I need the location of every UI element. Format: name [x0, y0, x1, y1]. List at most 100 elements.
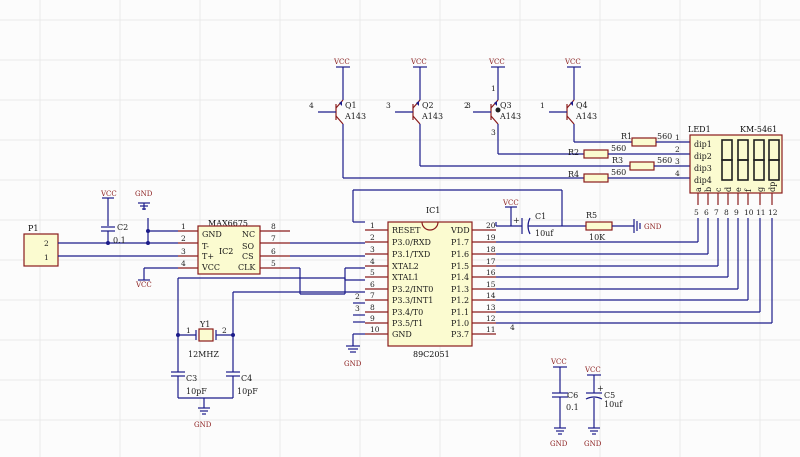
transistor-vcc-label: VCC: [333, 58, 350, 66]
ic1-pin-num-left: 8: [370, 303, 375, 312]
ic1-pin-num-left: 6: [370, 280, 375, 289]
led-segment-pin-num: 7: [714, 208, 719, 217]
transistor-base-net: 2: [464, 101, 469, 110]
osc-gnd-label: GND: [194, 421, 212, 429]
r1-ref: R1: [621, 132, 632, 141]
c4-value: 10pF: [237, 387, 258, 396]
dig-num-4: 4: [675, 169, 680, 178]
ic1-pin-label-right: P1.0: [451, 319, 469, 328]
y1-value: 12MHZ: [188, 350, 219, 359]
ic1-gnd-label: GND: [344, 360, 362, 368]
c3-ref: C3: [186, 374, 197, 383]
ic2-ref: IC2: [219, 247, 233, 256]
ic1-pin-num-right: 17: [486, 257, 496, 266]
p1-ref: P1: [28, 224, 38, 233]
ic1-pin-label-left: P3.3/INT1: [392, 296, 433, 305]
r2-ref: R2: [568, 148, 579, 157]
ic2-pin-vcc: VCC: [201, 263, 220, 272]
ic1-pin-label-left: XTAL2: [392, 262, 419, 271]
ic1-pin-num-left: 4: [370, 257, 375, 266]
c3-value: 10pF: [186, 387, 207, 396]
c1-value: 10uf: [535, 229, 554, 238]
ic1-pin-num-right: 11: [486, 325, 496, 334]
ic1-part: 89C2051: [413, 350, 450, 359]
svg-text:+: +: [597, 384, 604, 393]
ic1-pin-num-right: 20: [486, 221, 496, 230]
ic2-num-7: 7: [271, 234, 276, 243]
transistor-base-net: 1: [540, 101, 545, 110]
r5-gnd-label: GND: [644, 223, 662, 231]
ic1-pin-label-left: P3.4/T0: [392, 308, 423, 317]
transistor-ref: Q4: [576, 101, 588, 110]
ic1-left-pins: RESET1P3.0/RXD2P3.1/TXD3XTAL24XTAL15P3.2…: [365, 221, 433, 339]
c5-ref: C5: [604, 391, 615, 400]
ic2-num-5: 5: [271, 259, 276, 268]
led-segment-label: c: [714, 187, 723, 192]
ic1-pin-num-right: 15: [486, 280, 496, 289]
ic1-pin-label-left: P3.0/RXD: [392, 238, 431, 247]
dig-num-1: 1: [675, 133, 680, 142]
transistor-base-net: 4: [309, 101, 314, 110]
ic1-pin-num-right: 14: [486, 291, 496, 300]
ic2-vcc-label: VCC: [135, 281, 152, 289]
led-segment-pin-num: 10: [744, 208, 754, 217]
decoupling-caps: VCC GND C6 0.1 VCC + GND C5 10uf: [550, 358, 623, 448]
ic1-pin-num-right: 18: [486, 245, 496, 254]
led-digit-glyphs: [721, 139, 780, 181]
c6-vcc-label: VCC: [550, 358, 567, 366]
y1-pin1: 1: [186, 326, 191, 335]
c6-value: 0.1: [566, 403, 579, 412]
ic1-pin-num-right: 19: [486, 233, 496, 242]
r3-value: 560: [657, 156, 672, 165]
ic1-pin-label-left: XTAL1: [392, 273, 419, 282]
y1-ref: Y1: [199, 320, 210, 329]
transistor-ref: Q2: [422, 101, 434, 110]
p37-net-label: 4: [510, 323, 515, 332]
c5-vcc-label: VCC: [584, 366, 601, 374]
led-dip1: dip1: [694, 140, 712, 149]
ic2-part: MAX6675: [208, 219, 248, 228]
ic2-pin-tminus: T-: [202, 242, 209, 251]
ic1-pin-num-left: 10: [370, 325, 380, 334]
r5-ref: R5: [586, 211, 597, 220]
ic2-num-8: 8: [271, 222, 276, 231]
c1-vcc-label: VCC: [502, 199, 519, 207]
ic1-pin-label-left: P3.1/TXD: [392, 250, 430, 259]
p1-pin-1: 1: [44, 253, 49, 262]
ic1-pin-num-left: 7: [370, 291, 375, 300]
p3-net-3: 3: [355, 304, 360, 313]
ic1-pin-num-left: 9: [370, 314, 375, 323]
ic1-pin-num-left: 2: [370, 233, 375, 242]
y1-pin2: 2: [222, 326, 227, 335]
c5-value: 10uf: [604, 400, 623, 409]
transistor-type: A143: [344, 112, 366, 121]
ic2-num-2: 2: [181, 234, 186, 243]
c4-ref: C4: [241, 374, 252, 383]
led-dip3: dip3: [694, 164, 712, 173]
transistor-ref: Q1: [345, 101, 357, 110]
ic1-right-pins: VDD20P1.719P1.618P1.517P1.416P1.315P1.21…: [450, 221, 496, 339]
led-segment-label: a: [694, 187, 703, 192]
transistor-ref: Q3: [500, 101, 512, 110]
ic2-pin-nc: NC: [242, 230, 255, 239]
ic1-pin-label-left: P3.2/INT0: [392, 285, 433, 294]
ic1-pin-num-right: 12: [486, 314, 496, 323]
ic2-num-6: 6: [271, 247, 276, 256]
led-segment-label: e: [734, 187, 743, 192]
ic2-num-3: 3: [181, 247, 186, 256]
c1-ref: C1: [535, 212, 546, 221]
r4-ref: R4: [568, 170, 579, 179]
c5-gnd-label: GND: [584, 440, 602, 448]
transistor-vcc-label: VCC: [488, 58, 505, 66]
led-segment-pin-num: 5: [694, 208, 699, 217]
ic1-pin-label-right: P1.7: [451, 238, 469, 247]
q3-pin1: 1: [491, 84, 496, 93]
led-segment-pin-num: 8: [724, 208, 729, 217]
ic1-pin-label-right: P1.3: [451, 285, 469, 294]
ic1-pin-label-right: P3.7: [451, 330, 469, 339]
